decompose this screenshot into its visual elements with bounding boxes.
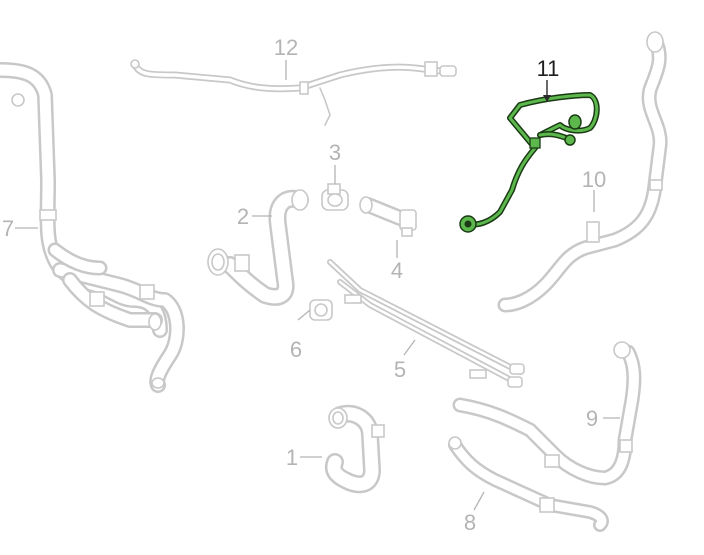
- part-6-clamp: [309, 299, 333, 321]
- part-10-hose: [497, 31, 668, 313]
- part-8-hose: [448, 436, 609, 532]
- callout-8: 8: [464, 491, 485, 535]
- callout-11: 11: [537, 56, 560, 102]
- callout-10: 10: [582, 167, 606, 212]
- callout-2: 2: [237, 204, 272, 229]
- callout-2-label: 2: [237, 204, 249, 229]
- callout-4-label: 4: [391, 258, 403, 283]
- callout-7-label: 7: [2, 216, 14, 241]
- callout-9: 9: [586, 406, 620, 431]
- callout-11-label: 11: [537, 56, 560, 81]
- part-5-pipes: [327, 259, 525, 388]
- part-7-hose: [0, 62, 185, 393]
- part-12-pipe: [130, 59, 457, 126]
- part-4-connector: [359, 196, 417, 237]
- part-3-clamp: [321, 183, 349, 211]
- callout-12: 12: [274, 35, 298, 80]
- callout-5-label: 5: [394, 357, 406, 382]
- part-11-pipe: [459, 92, 600, 233]
- callout-3: 3: [329, 140, 341, 184]
- callout-4: 4: [391, 240, 403, 283]
- callout-6: 6: [290, 309, 311, 362]
- callout-9-label: 9: [586, 406, 598, 431]
- callout-5: 5: [394, 339, 416, 382]
- callout-10-label: 10: [582, 167, 606, 192]
- callout-3-label: 3: [329, 140, 341, 165]
- callout-6-label: 6: [290, 337, 302, 362]
- callout-1-label: 1: [286, 445, 298, 470]
- part-1-hose: [324, 404, 385, 494]
- callout-8-label: 8: [464, 510, 476, 535]
- callout-12-label: 12: [274, 35, 298, 60]
- part-9-hose: [452, 341, 642, 486]
- part-2-hose: [207, 189, 309, 306]
- callout-1: 1: [286, 445, 322, 470]
- callout-7: 7: [2, 216, 38, 241]
